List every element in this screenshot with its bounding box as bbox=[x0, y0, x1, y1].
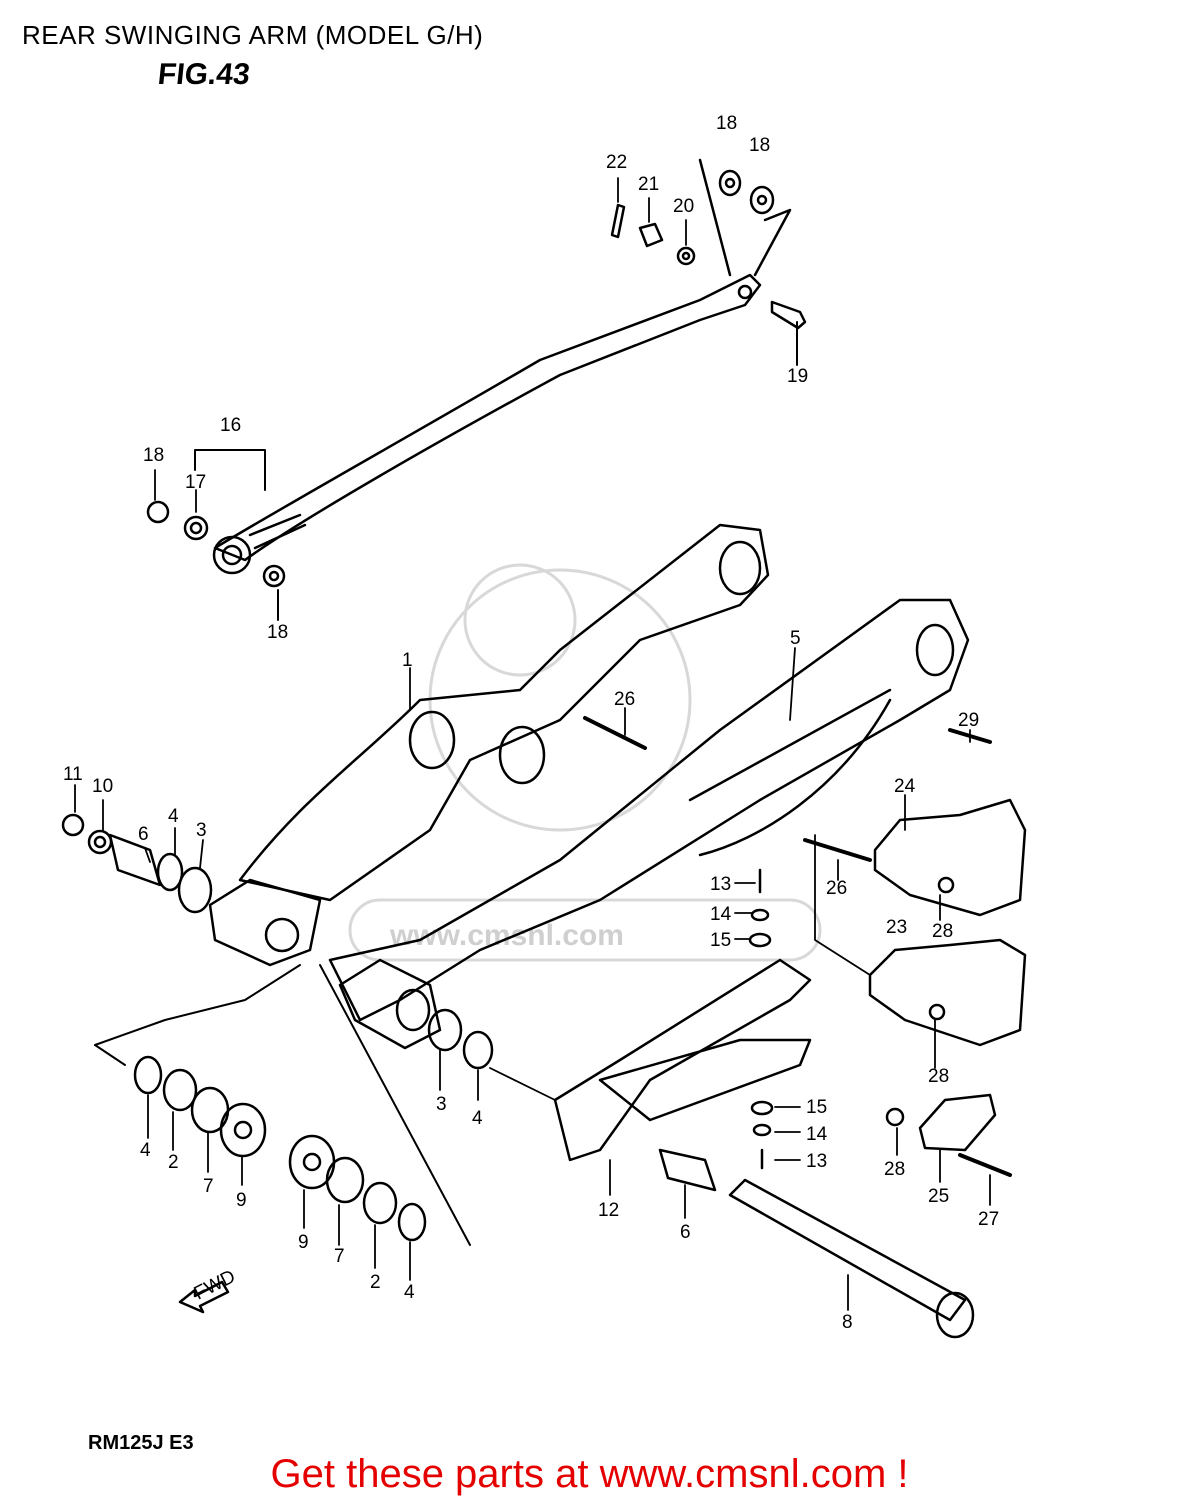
fwd-arrow-icon bbox=[178, 1280, 230, 1314]
part-label: 7 bbox=[203, 1176, 214, 1197]
part-label: 28 bbox=[932, 921, 953, 942]
pivot-parts-lower-mid bbox=[94, 964, 471, 1246]
part-label: 18 bbox=[143, 445, 164, 466]
nut-21 bbox=[638, 222, 664, 248]
bearing-3-4-center bbox=[427, 1008, 494, 1070]
watermark-text: www.cmsnl.com bbox=[389, 919, 624, 952]
washer-14b bbox=[752, 1123, 772, 1137]
part-label: 14 bbox=[710, 904, 732, 925]
part-label: 4 bbox=[168, 806, 179, 827]
part-label: 6 bbox=[680, 1222, 691, 1243]
washer-15b bbox=[750, 1100, 774, 1116]
shop-link[interactable]: Get these parts at www.cmsnl.com ! bbox=[270, 1452, 909, 1496]
bolt-27 bbox=[958, 1153, 1012, 1177]
part-label: 20 bbox=[673, 196, 694, 217]
part-label: 4 bbox=[472, 1108, 483, 1129]
part-label: 8 bbox=[842, 1312, 853, 1333]
part-label: 27 bbox=[978, 1209, 999, 1230]
adjuster-23 bbox=[868, 938, 1027, 1047]
part-label: 9 bbox=[236, 1190, 247, 1211]
part-label: 16 bbox=[220, 415, 241, 436]
pivot-parts-lower-left bbox=[94, 964, 301, 1158]
part-label: 21 bbox=[638, 174, 659, 195]
part-label: 23 bbox=[886, 917, 907, 938]
collar-18b bbox=[749, 185, 775, 215]
part-label: 3 bbox=[436, 1094, 447, 1115]
part-label: 28 bbox=[928, 1066, 949, 1087]
part-label: 18 bbox=[716, 113, 737, 134]
part-label: 13 bbox=[710, 874, 731, 895]
swing-arm bbox=[208, 523, 970, 1162]
part-label: 6 bbox=[138, 824, 149, 845]
part-label: 4 bbox=[404, 1282, 415, 1303]
part-label: 3 bbox=[196, 820, 207, 841]
pin-22 bbox=[610, 203, 626, 239]
part-label: 10 bbox=[92, 776, 113, 797]
bush-17 bbox=[183, 515, 209, 541]
part-label: 9 bbox=[298, 1232, 309, 1253]
nut-28 bbox=[885, 1107, 905, 1127]
part-label: 22 bbox=[606, 152, 627, 173]
pivot-shaft bbox=[728, 1178, 975, 1339]
collar-18c bbox=[146, 500, 170, 524]
model-reference: RM125J E3 bbox=[88, 1432, 194, 1454]
part-label: 28 bbox=[884, 1159, 905, 1180]
part-label: 26 bbox=[826, 878, 847, 899]
collar-18d bbox=[262, 564, 286, 588]
part-label: 18 bbox=[267, 622, 288, 643]
part-label: 26 bbox=[614, 689, 635, 710]
torque-arm bbox=[212, 273, 762, 575]
part-label: 11 bbox=[63, 764, 83, 785]
leader-lines bbox=[74, 177, 991, 1311]
part-label: 25 bbox=[928, 1186, 949, 1207]
part-label: 15 bbox=[710, 930, 731, 951]
part-label: 24 bbox=[894, 776, 916, 797]
washer-20 bbox=[676, 246, 696, 266]
washer-14a bbox=[750, 908, 770, 922]
part-label: 4 bbox=[140, 1140, 151, 1161]
bolt-26a bbox=[583, 716, 647, 750]
adjuster-24 bbox=[873, 798, 1027, 917]
part-label: 2 bbox=[370, 1272, 381, 1293]
part-label: 12 bbox=[598, 1200, 619, 1221]
part-label: 19 bbox=[787, 366, 808, 387]
pivot-parts-left bbox=[61, 813, 213, 914]
part-label: 1 bbox=[402, 650, 413, 671]
collar-18a bbox=[718, 169, 742, 197]
part-label: 2 bbox=[168, 1152, 179, 1173]
part-label: 13 bbox=[806, 1151, 827, 1172]
part-label: 15 bbox=[806, 1097, 827, 1118]
washer-15a bbox=[748, 932, 772, 948]
collar-6-right bbox=[658, 1148, 717, 1192]
chain-guide-25 bbox=[918, 1093, 997, 1152]
part-label: 7 bbox=[334, 1246, 345, 1267]
page-title: REAR SWINGING ARM (MODEL G/H) bbox=[22, 20, 484, 50]
part-label: 18 bbox=[749, 135, 770, 156]
part-label: 14 bbox=[806, 1124, 828, 1145]
bolt-19 bbox=[770, 300, 807, 330]
part-label: 17 bbox=[185, 472, 206, 493]
part-label: 5 bbox=[790, 628, 801, 649]
part-labels: 1 2 2 3 3 4 4 4 4 5 6 6 7 7 8 9 9 10 11 … bbox=[63, 113, 999, 1333]
part-label: 29 bbox=[958, 710, 979, 731]
